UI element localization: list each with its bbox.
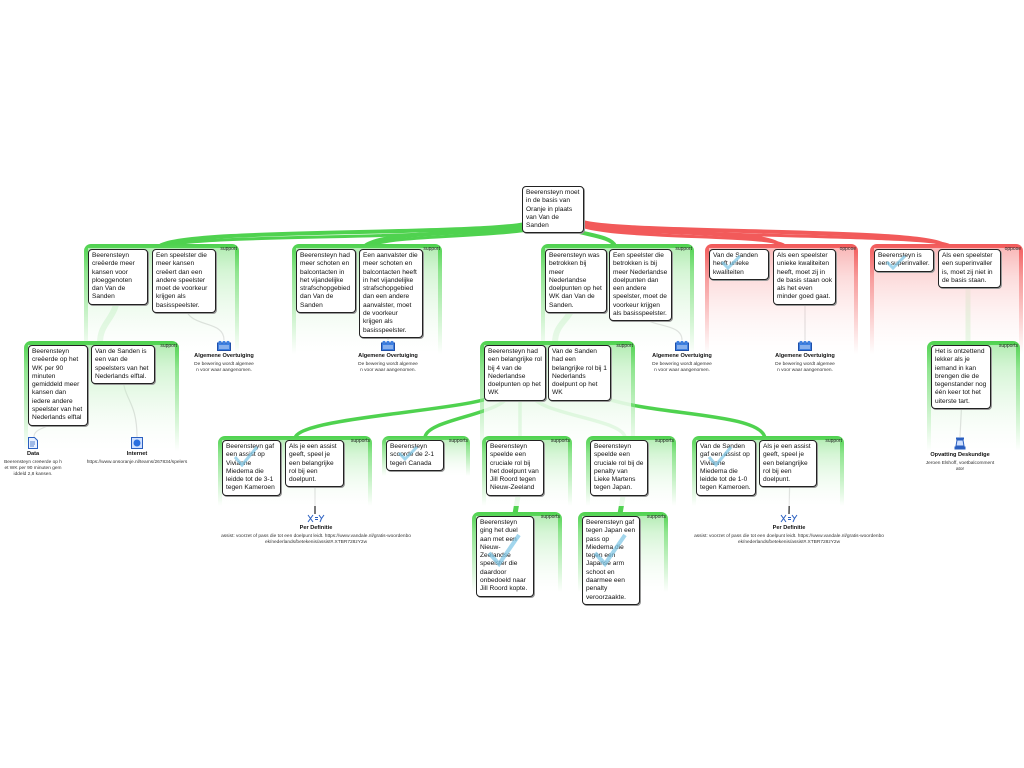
group-label: supports bbox=[350, 438, 370, 444]
group-people-icon bbox=[217, 340, 231, 351]
group-label: support bbox=[825, 438, 842, 444]
definition-icon bbox=[780, 514, 798, 523]
group-label: support bbox=[160, 343, 177, 349]
objection-box[interactable]: Van de Sanden heeft unieke kwaliteiten bbox=[709, 249, 769, 280]
objection-text: Van de Sanden heeft unieke kwaliteiten bbox=[713, 252, 758, 276]
reason-box[interactable]: Beerensteyn had meer schoten en balconta… bbox=[296, 249, 356, 314]
objection-text: Beerensteyn is een superinvaller. bbox=[878, 252, 930, 268]
evidence-internet[interactable]: Internet https://www.onsoranje.nl/teams/… bbox=[72, 437, 202, 466]
reason-box[interactable]: Beerensteyn was betrokken bij meer Neder… bbox=[545, 249, 607, 314]
co-premise-box[interactable]: Als je een assist geeft, speel je een be… bbox=[285, 440, 344, 488]
reason-box[interactable]: Beerensteyn speelde een cruciale rol bij… bbox=[486, 440, 544, 496]
expert-icon bbox=[954, 437, 966, 450]
group-label: supports bbox=[550, 438, 570, 444]
document-icon bbox=[28, 437, 38, 449]
group-label: support bbox=[220, 246, 237, 252]
evidence-description: https://www.onsoranje.nl/teams/267834/sp… bbox=[86, 459, 188, 465]
evidence-description: assist: voorzet of pass die tot een doel… bbox=[694, 533, 884, 545]
evidence-expert-opinion[interactable]: Opvatting Deskundige Jeroen Elshoff, voe… bbox=[925, 437, 995, 473]
evidence-definition[interactable]: Per Definitie assist: voorzet of pass di… bbox=[693, 514, 885, 546]
reason-text: Beerensteyn gaf tegen Japan een pass op … bbox=[586, 519, 636, 601]
group-label: support bbox=[616, 343, 633, 349]
reason-text: Beerensteyn scoorde de 2-1 tegen Canada bbox=[390, 443, 434, 467]
reason-box[interactable]: Beerensteyn gaf tegen Japan een pass op … bbox=[582, 516, 640, 605]
globe-icon bbox=[131, 437, 143, 449]
co-premise-box[interactable]: Als een speelster unieke kwaliteiten hee… bbox=[773, 249, 836, 305]
evidence-title: Algemene Overtuiging bbox=[194, 353, 254, 359]
group-people-icon bbox=[798, 340, 812, 351]
reason-box[interactable]: Het is ontzettend lekker als je iemand i… bbox=[931, 345, 991, 410]
reason-box[interactable]: Beerensteyn gaf een assist op Vivianne M… bbox=[222, 440, 281, 496]
evidence-description: De bewering wordt algemeen voor waar aan… bbox=[358, 361, 418, 373]
group-label: supports bbox=[998, 343, 1018, 349]
evidence-title: Opvatting Deskundige bbox=[930, 452, 990, 458]
evidence-common-belief[interactable]: Algemene Overtuiging De bewering wordt a… bbox=[194, 340, 254, 374]
reason-box[interactable]: Beerensteyn speelde een cruciale rol bij… bbox=[590, 440, 648, 496]
definition-icon bbox=[307, 514, 325, 523]
group-label: oppose bbox=[1004, 246, 1021, 252]
evidence-title: Per Definitie bbox=[772, 525, 806, 531]
evidence-description: De bewering wordt algemeen voor waar aan… bbox=[775, 361, 835, 373]
evidence-common-belief[interactable]: Algemene Overtuiging De bewering wordt a… bbox=[652, 340, 712, 374]
evidence-description: Beerensteyn creëerde op het WK per 90 mi… bbox=[4, 459, 62, 477]
co-premise-box[interactable]: Van de Sanden is een van de speelsters v… bbox=[91, 345, 155, 385]
evidence-description: Jeroen Elshoff, voetbalcommentator bbox=[925, 460, 995, 472]
group-label: supports bbox=[654, 438, 674, 444]
evidence-title: Algemene Overtuiging bbox=[775, 353, 835, 359]
evidence-title: Data bbox=[26, 451, 40, 457]
co-premise-box[interactable]: Van de Sanden had een belangrijke rol bi… bbox=[548, 345, 611, 401]
reason-box[interactable]: Beerensteyn had een belangrijke rol bij … bbox=[484, 345, 546, 401]
co-premise-box[interactable]: Een aanvalster die meer schoten en balco… bbox=[359, 249, 423, 338]
evidence-common-belief[interactable]: Algemene Overtuiging De bewering wordt a… bbox=[775, 340, 835, 374]
reason-text: Beerensteyn ging het duel aan met een Ni… bbox=[480, 519, 528, 593]
evidence-data[interactable]: Data Beerensteyn creëerde op het WK per … bbox=[4, 437, 62, 478]
co-premise-box[interactable]: Een speelster die betrokken is bij meer … bbox=[609, 249, 672, 322]
group-label: supports bbox=[448, 438, 468, 444]
evidence-title: Algemene Overtuiging bbox=[358, 353, 418, 359]
group-people-icon bbox=[381, 340, 395, 351]
reason-box[interactable]: Beerensteyn creëerde op het WK per 90 mi… bbox=[28, 345, 88, 426]
co-premise-box[interactable]: Als een speelster een superinvaller is, … bbox=[938, 249, 1001, 289]
group-label: support bbox=[423, 246, 440, 252]
evidence-title: Internet bbox=[126, 451, 148, 457]
objection-box[interactable]: Beerensteyn is een superinvaller. bbox=[874, 249, 934, 272]
co-premise-box[interactable]: Een speelster die meer kansen creëert da… bbox=[152, 249, 216, 314]
evidence-title: Algemene Overtuiging bbox=[652, 353, 712, 359]
evidence-definition[interactable]: Per Definitie assist: voorzet of pass di… bbox=[220, 514, 412, 546]
group-people-icon bbox=[675, 340, 689, 351]
group-label: supports bbox=[646, 514, 666, 520]
reason-box[interactable]: Van de Sanden gaf een assist op Vivianne… bbox=[696, 440, 756, 496]
group-label: oppose bbox=[839, 246, 856, 252]
evidence-common-belief[interactable]: Algemene Overtuiging De bewering wordt a… bbox=[358, 340, 418, 374]
reason-box[interactable]: Beerensteyn creëerde meer kansen voor pl… bbox=[88, 249, 148, 305]
co-premise-box[interactable]: Als je een assist geeft, speel je een be… bbox=[759, 440, 817, 488]
evidence-description: De bewering wordt algemeen voor waar aan… bbox=[194, 361, 254, 373]
group-label: supports bbox=[540, 514, 560, 520]
reason-text: Beerensteyn gaf een assist op Vivianne M… bbox=[226, 443, 275, 492]
root-claim[interactable]: Beerensteyn moet in de basis van Oranje … bbox=[522, 186, 584, 234]
reason-box[interactable]: Beerensteyn scoorde de 2-1 tegen Canada bbox=[386, 440, 444, 471]
group-label: support bbox=[675, 246, 692, 252]
evidence-title: Per Definitie bbox=[299, 525, 333, 531]
evidence-description: assist: voorzet of pass die tot een doel… bbox=[221, 533, 411, 545]
reason-text: Van de Sanden gaf een assist op Vivianne… bbox=[700, 443, 751, 492]
evidence-description: De bewering wordt algemeen voor waar aan… bbox=[652, 361, 712, 373]
reason-box[interactable]: Beerensteyn ging het duel aan met een Ni… bbox=[476, 516, 534, 597]
